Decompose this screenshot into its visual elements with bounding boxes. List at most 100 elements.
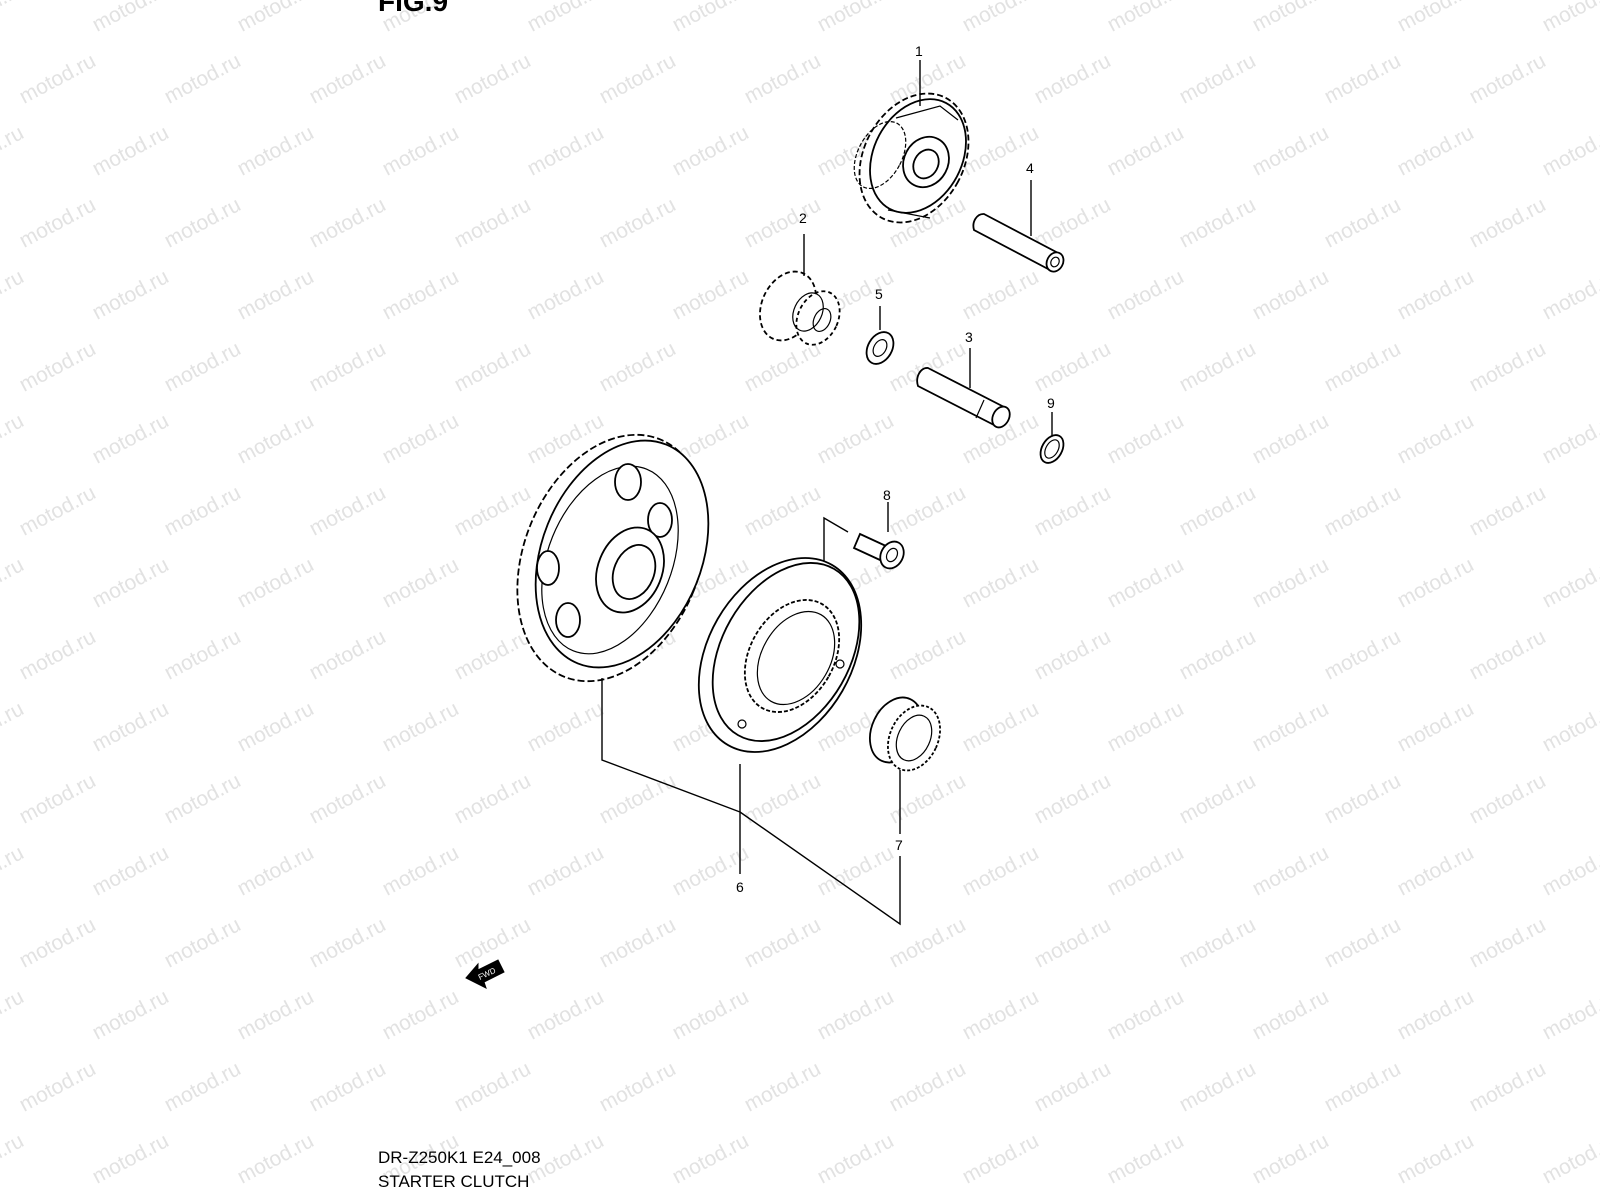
callout-2: 2	[799, 210, 807, 226]
callout-8: 8	[883, 487, 891, 503]
watermark-text: motod.ru	[959, 553, 1043, 612]
watermark-text: motod.ru	[89, 985, 173, 1044]
watermark-text: motod.ru	[1176, 481, 1260, 540]
part-5-washer	[865, 331, 895, 365]
diagram-caption: STARTER CLUTCH	[378, 1172, 530, 1191]
watermark-text: motod.ru	[669, 121, 753, 180]
watermark-text: motod.ru	[306, 49, 390, 108]
watermark-text: motod.ru	[16, 769, 100, 828]
watermark-text: motod.ru	[1176, 49, 1260, 108]
watermark-text: motod.ru	[814, 985, 898, 1044]
watermark-text: motod.ru	[1249, 697, 1333, 756]
watermark-text: motod.ru	[0, 985, 28, 1044]
watermark-text: motod.ru	[959, 841, 1043, 900]
watermark-text: motod.ru	[161, 913, 245, 972]
watermark-text: motod.ru	[741, 913, 825, 972]
watermark-text: motod.ru	[1176, 1057, 1260, 1116]
watermark-text: motod.ru	[234, 0, 318, 36]
watermark-text: motod.ru	[814, 841, 898, 900]
watermark-text: motod.ru	[741, 1057, 825, 1116]
watermark-text: motod.ru	[669, 0, 753, 36]
watermark-text: motod.ru	[524, 265, 608, 324]
watermark-text: motod.ru	[959, 1129, 1043, 1188]
callout-3: 3	[965, 329, 973, 345]
watermark-text: motod.ru	[886, 481, 970, 540]
figure-title: FIG.9	[378, 0, 449, 17]
watermark-text: motod.ru	[1104, 121, 1188, 180]
watermark-text: motod.ru	[1539, 985, 1600, 1044]
watermark-text: motod.ru	[524, 0, 608, 36]
watermark-text: motod.ru	[306, 913, 390, 972]
watermark-text: motod.ru	[1249, 409, 1333, 468]
watermark-text: motod.ru	[89, 121, 173, 180]
watermark-text: motod.ru	[1104, 697, 1188, 756]
watermark-text: motod.ru	[234, 409, 318, 468]
watermark-text: motod.ru	[1539, 841, 1600, 900]
watermark-text: motod.ru	[596, 49, 680, 108]
watermark-text: motod.ru	[306, 337, 390, 396]
watermark-text: motod.ru	[1176, 769, 1260, 828]
watermark-text: motod.ru	[959, 985, 1043, 1044]
watermark-text: motod.ru	[1104, 0, 1188, 36]
watermark-text: motod.ru	[741, 481, 825, 540]
watermark-text: motod.ru	[0, 409, 28, 468]
watermark-text: motod.ru	[0, 697, 28, 756]
watermark-text: motod.ru	[1394, 121, 1478, 180]
watermark-text: motod.ru	[1031, 1057, 1115, 1116]
watermark-text: motod.ru	[741, 337, 825, 396]
watermark-text: motod.ru	[1031, 769, 1115, 828]
watermark-text: motod.ru	[16, 481, 100, 540]
watermark-text: motod.ru	[161, 193, 245, 252]
watermark-text: motod.ru	[1321, 481, 1405, 540]
watermark-text: motod.ru	[234, 553, 318, 612]
watermark-text: motod.ru	[1466, 769, 1550, 828]
watermark-text: motod.ru	[1539, 121, 1600, 180]
watermark-text: motod.ru	[1249, 985, 1333, 1044]
watermark-text: motod.ru	[886, 769, 970, 828]
watermark-text: motod.ru	[669, 985, 753, 1044]
watermark-text: motod.ru	[1104, 985, 1188, 1044]
watermark-text: motod.ru	[161, 49, 245, 108]
watermark-text: motod.ru	[886, 625, 970, 684]
part-6-one-way-clutch	[697, 557, 863, 753]
watermark-text: motod.ru	[524, 985, 608, 1044]
callout-5: 5	[875, 286, 883, 302]
watermark-text: motod.ru	[0, 0, 28, 36]
watermark-text: motod.ru	[16, 1057, 100, 1116]
part-4-shaft	[972, 213, 1065, 273]
watermark-text: motod.ru	[1394, 985, 1478, 1044]
watermark-text: motod.ru	[1249, 121, 1333, 180]
watermark-text: motod.ru	[741, 769, 825, 828]
watermark-text: motod.ru	[161, 1057, 245, 1116]
watermark-text: motod.ru	[814, 409, 898, 468]
watermark-text: motod.ru	[596, 769, 680, 828]
watermark-text: motod.ru	[379, 697, 463, 756]
watermark-text: motod.ru	[1321, 913, 1405, 972]
watermark-text: motod.ru	[1249, 553, 1333, 612]
watermark-text: motod.ru	[1321, 49, 1405, 108]
watermark-text: motod.ru	[524, 121, 608, 180]
part-8-bolt	[852, 532, 905, 570]
watermark-text: motod.ru	[89, 1129, 173, 1188]
watermark-text: motod.ru	[1249, 265, 1333, 324]
watermark-text: motod.ru	[1031, 49, 1115, 108]
watermark-text: motod.ru	[89, 841, 173, 900]
watermark-text: motod.ru	[1394, 0, 1478, 36]
watermark-text: motod.ru	[89, 697, 173, 756]
watermark-text: motod.ru	[1031, 913, 1115, 972]
watermark-text: motod.ru	[1104, 1129, 1188, 1188]
watermark-text: motod.ru	[1176, 913, 1260, 972]
watermark-text: motod.ru	[89, 409, 173, 468]
watermark-text: motod.ru	[959, 697, 1043, 756]
watermark-text: motod.ru	[1031, 337, 1115, 396]
watermark-text: motod.ru	[1466, 337, 1550, 396]
watermark-text: motod.ru	[669, 1129, 753, 1188]
watermark-text: motod.ru	[234, 1129, 318, 1188]
watermark-text: motod.ru	[0, 265, 28, 324]
watermark-text: motod.ru	[161, 337, 245, 396]
watermark-text: motod.ru	[234, 985, 318, 1044]
watermark-text: motod.ru	[959, 265, 1043, 324]
watermark-text: motod.ru	[306, 1057, 390, 1116]
watermark-text: motod.ru	[306, 625, 390, 684]
